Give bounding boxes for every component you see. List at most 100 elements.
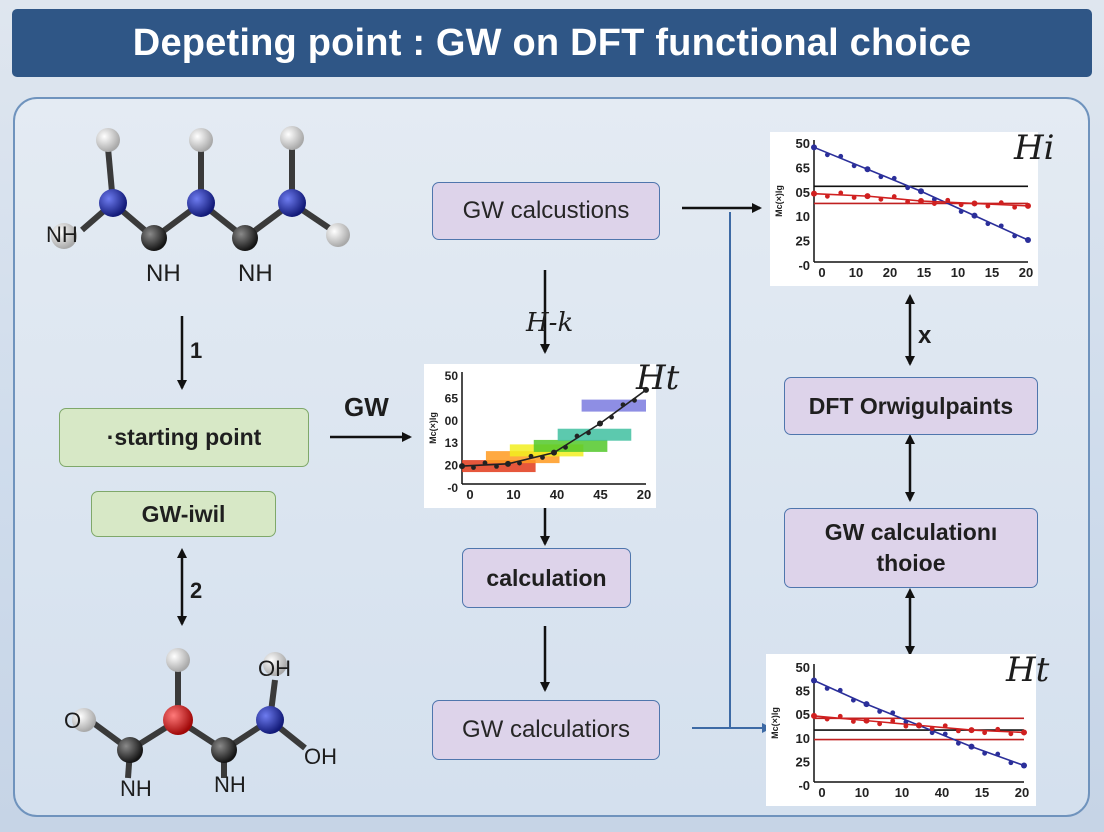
data-point (459, 463, 465, 470)
y-tick-label: 25 (796, 234, 810, 249)
gw-calculation-choice-box[interactable]: GW calculationı thoioe (784, 508, 1038, 588)
x-tick-label: 15 (985, 265, 999, 280)
x-tick-label: 0 (466, 487, 473, 502)
scatter-point (903, 723, 909, 729)
hk-label: H-k (526, 308, 574, 338)
scatter-point (632, 397, 637, 403)
mol-top-nh-1: NH (46, 222, 78, 247)
scatter-point (824, 686, 830, 691)
scatter-point (982, 750, 988, 756)
x-tick-label: 0 (818, 265, 825, 280)
scatter-point (931, 201, 937, 207)
y-tick-label: 65 (796, 160, 810, 175)
nitrogen-atom (99, 189, 127, 217)
data-point (971, 212, 978, 219)
gw-calcustions-box[interactable]: GW calcustions (432, 182, 660, 240)
scatter-point (905, 185, 911, 191)
gw-choice-line-2: thoioe (876, 550, 946, 576)
carbon-atom (141, 225, 167, 251)
x-tick-label: 10 (855, 785, 869, 800)
gw-arrow-label: GW (344, 392, 389, 422)
scatter-point (998, 200, 1004, 206)
scatter-point (1012, 233, 1018, 239)
x-tick-label: 10 (895, 785, 909, 800)
scatter-point (942, 723, 948, 729)
data-point (1021, 729, 1027, 736)
x-label: x (918, 322, 932, 349)
scatter-point (838, 153, 844, 159)
mol-bottom-nh-1: NH (120, 776, 152, 801)
x-tick-label: 10 (951, 265, 965, 280)
x-tick-label: 15 (917, 265, 931, 280)
scatter-point (878, 174, 884, 180)
data-point (811, 190, 817, 197)
starting-point-box[interactable]: ·starting point (59, 408, 309, 467)
x-tick-label: 20 (637, 487, 651, 502)
step-2-label: 2 (190, 578, 203, 603)
scatter-point (851, 163, 857, 169)
scatter-point (903, 719, 909, 725)
y-tick-label: -0 (798, 778, 810, 793)
x-tick-label: 0 (818, 785, 825, 800)
scatter-point (837, 713, 843, 719)
scatter-point (955, 740, 961, 746)
scatter-point (837, 687, 843, 693)
scatter-point (877, 721, 883, 727)
data-point (811, 712, 817, 719)
x-tick-label: 20 (883, 265, 897, 280)
data-point (597, 420, 603, 427)
x-tick-label: 15 (975, 785, 989, 800)
carbon-atom (232, 225, 258, 251)
scatter-point (824, 716, 830, 722)
scatter-point (958, 209, 964, 214)
scatter-point (586, 430, 591, 436)
nitrogen-atom (256, 706, 284, 734)
hydrogen-atom (51, 223, 77, 249)
hydrogen-atom (72, 708, 96, 732)
y-tick-label: 10 (796, 209, 810, 224)
hydrogen-atom (96, 128, 120, 152)
data-point (968, 743, 975, 750)
step-1-label: 1 (190, 338, 203, 363)
mol-top-nh-2: NH (146, 260, 181, 287)
y-tick-label: 20 (445, 459, 459, 473)
scatter-point (942, 731, 948, 737)
x-tick-label: 40 (935, 785, 949, 800)
scatter-point (891, 194, 897, 199)
scatter-point (563, 444, 568, 450)
x-tick-label: 40 (550, 487, 564, 502)
data-point (643, 386, 649, 393)
dft-orwigulpaints-box[interactable]: DFT Orwigulpaints (784, 377, 1038, 435)
y-tick-label: 05 (796, 185, 810, 200)
scatter-point (890, 718, 896, 724)
page-title: Depeting point : GW on DFT functional ch… (12, 9, 1092, 77)
scatter-point (958, 202, 964, 208)
band-bar (557, 428, 632, 441)
y-axis-label: Mc(×)lg (770, 707, 780, 739)
y-tick-label: 50 (796, 660, 810, 675)
hydrogen-atom (166, 648, 190, 672)
mol-bottom-oh-1: OH (258, 656, 291, 681)
mol-bottom-oh-2: OH (304, 744, 337, 769)
gw-choice-line-1: GW calculationı (824, 519, 998, 545)
data-point (505, 460, 511, 467)
scatter-point (945, 197, 951, 203)
calculation-box[interactable]: calculation (462, 548, 631, 608)
scatter-point (838, 190, 844, 196)
scatter-point (905, 199, 911, 205)
data-point (918, 198, 924, 204)
gw-iwil-box[interactable]: GW-iwil (91, 491, 276, 537)
carbon-atom (211, 737, 237, 763)
scatter-point (998, 223, 1004, 229)
scatter-point (929, 726, 935, 731)
gw-calculatiors-box[interactable]: GW calculatiors (432, 700, 660, 760)
data-point (863, 717, 870, 724)
scatter-point (1008, 760, 1014, 766)
scatter-point (824, 193, 830, 199)
scatter-point (891, 175, 897, 181)
hydrogen-atom (280, 126, 304, 150)
y-tick-label: 85 (796, 684, 810, 699)
y-tick-label: 13 (445, 436, 459, 450)
